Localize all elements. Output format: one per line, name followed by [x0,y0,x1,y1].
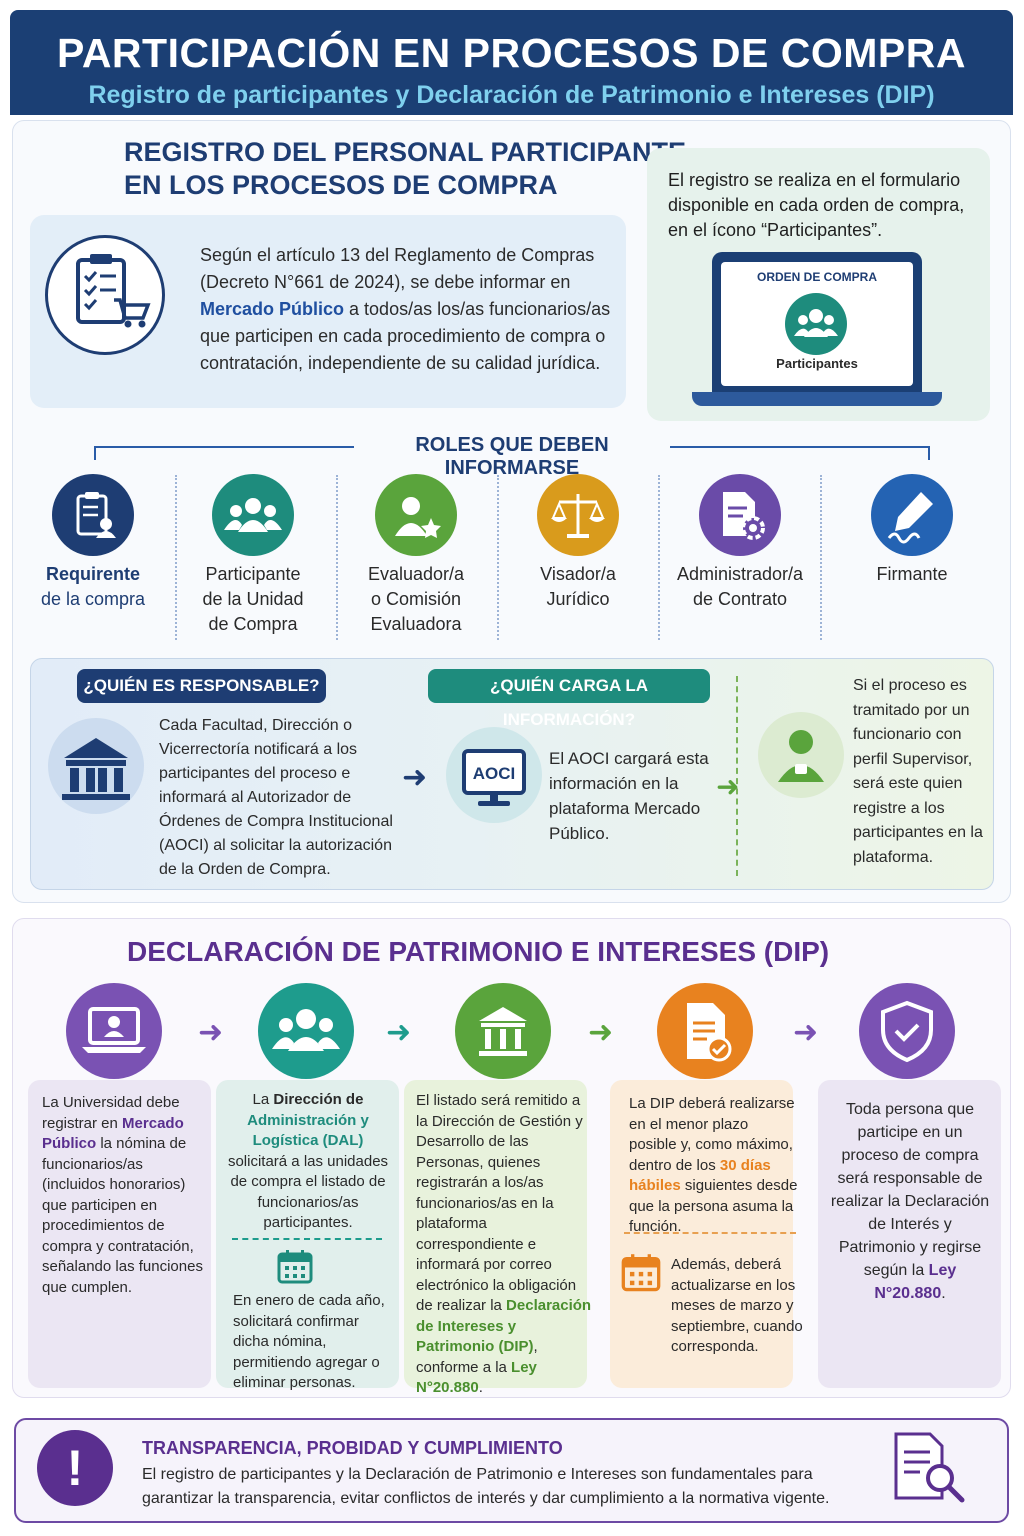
role-label-line: Visador/a [540,564,616,584]
role-label-line: o Comisión [370,589,462,609]
arrow-right-icon: ➜ [793,1016,819,1049]
dip-step-5 [818,1080,1001,1388]
participants-icon [785,293,847,355]
supervisor-icon [758,712,844,798]
role-divider [336,475,338,640]
role-divider [497,475,499,640]
dip-step-1 [28,1080,211,1388]
role-divider [175,475,177,640]
dip-step-4-note: Además, deberá actualizarse en los meses… [671,1256,803,1355]
role-label-line: Evaluador/a [367,564,465,584]
footer-text: El registro de participantes y la Declar… [142,1466,830,1507]
footer-title: TRANSPARENCIA, PROBIDAD Y CUMPLIMIENTO [142,1438,563,1458]
role-label-line: Participante [205,564,301,584]
clipboard-user-icon [52,474,134,556]
document-search-icon [890,1430,970,1511]
roles-line-right [670,446,930,448]
aoci-label: AOCI [472,764,516,783]
exclamation-icon: ! [37,1430,113,1506]
dip-step-2 [216,1080,399,1388]
laptop-user-icon [66,983,162,1079]
arrow-right-icon: ➜ [198,1016,224,1049]
dip-step-3 [404,1080,587,1388]
clipboard-cart-icon [45,235,165,355]
dip-step-5-text: Toda persona que participe en un proceso… [830,1101,990,1302]
intro-text: Según el artículo 13 del Reglamento de C… [200,245,611,373]
role-label: Requirente de la compra [18,562,168,612]
dip-step-2-note: En enero de cada año, solicitará confirm… [233,1292,385,1391]
dip-step-4 [610,1080,793,1388]
document-check-icon [657,983,753,1079]
roles-title: ROLES QUE DEBEN INFORMARSE [415,434,609,479]
role-label-line: Requirente [45,564,141,584]
laptop-heading: ORDEN DE COMPRA [756,270,877,284]
carga-text: El AOCI cargará esta información en la p… [549,749,709,843]
dashed-divider [232,1238,382,1240]
group-icon [212,474,294,556]
footer-box [14,1418,1009,1523]
arrow-right-icon: ➜ [588,1016,614,1049]
group-icon [258,983,354,1079]
role-label-line: de la compra [40,589,146,609]
role-label-line: Jurídico [546,589,610,609]
dashed-divider [624,1232,796,1234]
header-banner: PARTICIPACIÓN EN PROCESOS DE COMPRA Regi… [10,10,1013,115]
role-divider [658,475,660,640]
registro-title: REGISTRO DEL PERSONAL PARTICIPANTE EN LO… [124,137,687,200]
arrow-right-icon: ➜ [402,761,428,794]
roles-tick-right [928,446,930,460]
page-subtitle: Registro de participantes y Declaración … [88,81,935,109]
form-note-text: El registro se realiza en el formulario … [668,170,965,240]
tag-responsable: ¿QUIÉN ES RESPONSABLE? [77,669,326,703]
role-label: Participante de la Unidad de Compra [178,562,328,637]
laptop-participants-label: Participantes [776,356,858,371]
dashed-divider [736,676,738,876]
shield-check-icon [859,983,955,1079]
responsable-text: Cada Facultad, Dirección o Vicerrectoría… [159,717,393,878]
document-gear-icon [699,474,781,556]
dip-step-3-text: El listado será remitido a la Dirección … [416,1092,592,1396]
role-label-line: de Contrato [692,589,788,609]
role-label: Administrador/a de Contrato [665,562,815,612]
tag-carga: ¿QUIÉN CARGA LA INFORMACIÓN? [428,669,710,729]
dip-step-1-text: La Universidad debe registrar en Mercado… [42,1094,203,1296]
role-label-line: Evaluadora [370,614,462,634]
scales-icon [537,474,619,556]
role-label: Firmante [837,562,987,587]
roles-tick-left [94,446,96,460]
user-star-icon [375,474,457,556]
role-label-line: de la Unidad [202,589,304,609]
roles-line-left [94,446,354,448]
page-title: PARTICIPACIÓN EN PROCESOS DE COMPRA [57,30,966,76]
role-divider [820,475,822,640]
building-icon [48,718,144,814]
role-label-line: Firmante [876,564,948,584]
supervisor-text: Si el proceso es tramitado por un funcio… [853,677,983,866]
arrow-right-icon: ➜ [716,771,740,802]
dip-step-2-text: La Dirección de Administración y Logísti… [227,1091,389,1231]
laptop-base [692,392,942,406]
pen-signature-icon [871,474,953,556]
arrow-right-icon: ➜ [386,1016,412,1049]
dip-step-4-text: La DIP deberá realizarse en el menor pla… [629,1095,798,1235]
monitor-icon [446,727,542,823]
role-label-line: Administrador/a [676,564,804,584]
dip-title: DECLARACIÓN DE PATRIMONIO E INTERESES (D… [127,936,830,967]
calendar-icon [620,1252,662,1299]
role-label-line: de Compra [208,614,298,634]
institution-icon [455,983,551,1079]
calendar-icon [276,1248,314,1291]
